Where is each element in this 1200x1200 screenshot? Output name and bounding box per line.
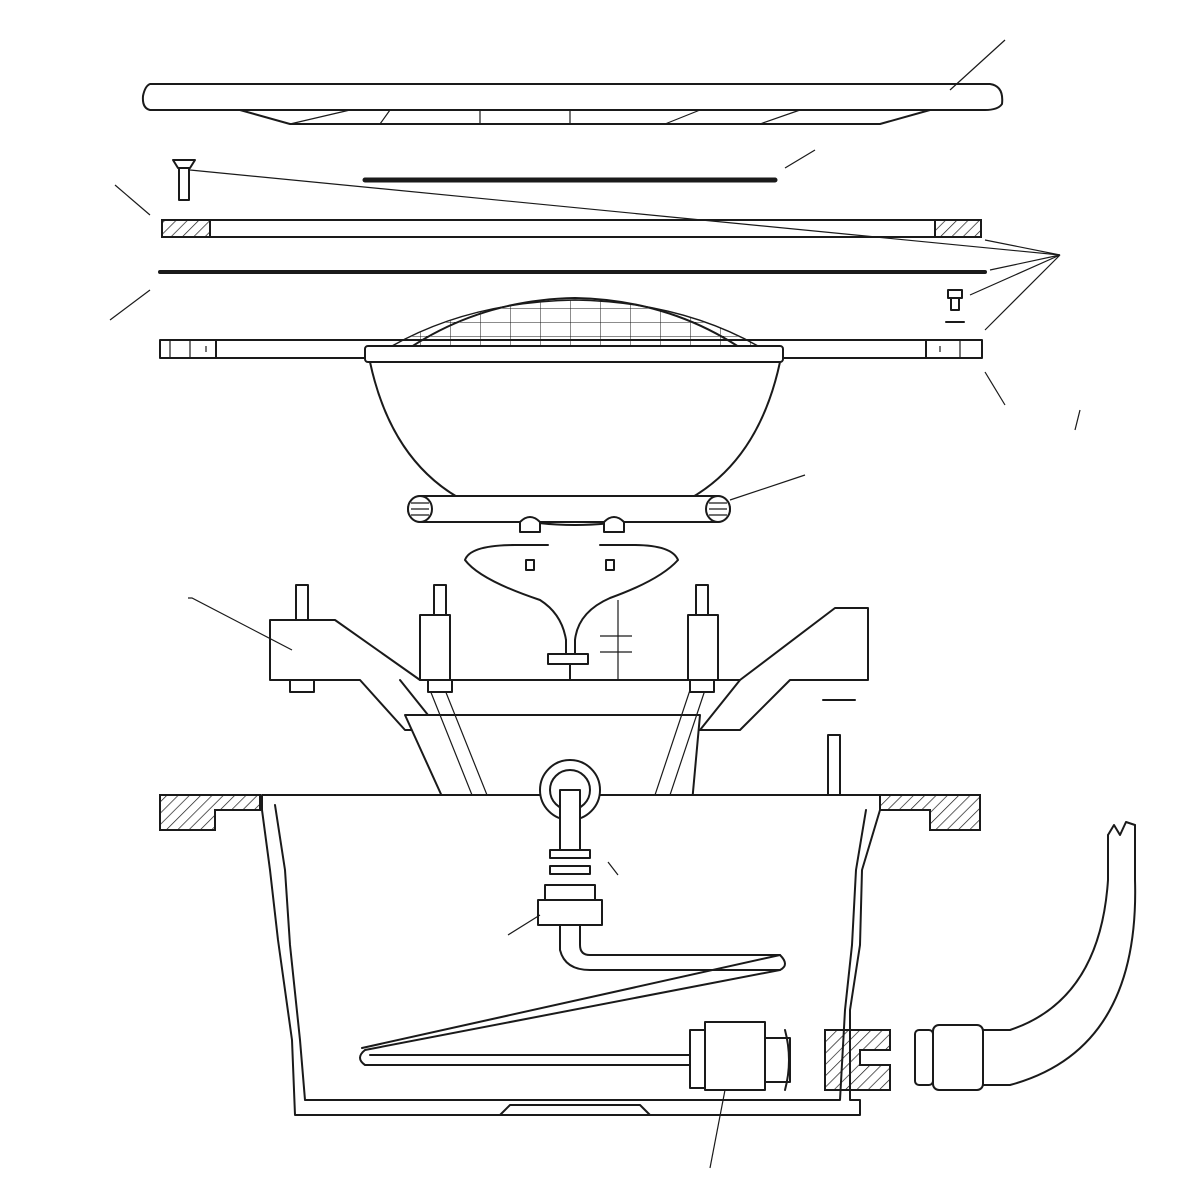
mounting-studs [289,584,715,693]
lamp-bracket [407,495,731,523]
small-bolt [945,289,965,323]
cable-gland-inlet [537,759,603,926]
conduit-pipe [359,924,786,1066]
lamp-terminals [464,516,679,681]
leader-lines [109,39,1081,1169]
side-cable-fitting [689,821,1137,1091]
clamp-ring [161,219,982,238]
par56-lamp [364,297,784,526]
countersunk-screw [172,159,196,201]
cover-plate [141,83,1004,125]
